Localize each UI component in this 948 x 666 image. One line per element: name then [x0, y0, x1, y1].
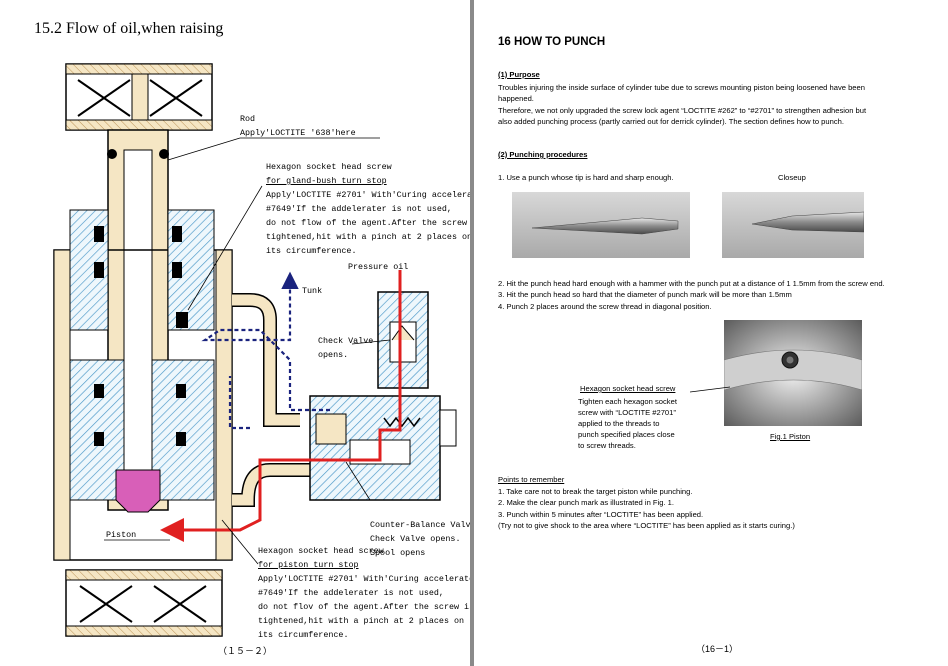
check-valve-line: Check Valve — [318, 336, 374, 346]
hex-piston-line: do not flov of the agent.After the screw… — [258, 602, 475, 612]
purpose-line: also added punching process (partly carr… — [498, 117, 844, 127]
cylinder-tube — [53, 249, 233, 561]
hex-piston-line: Apply'LOCTITE #2701' With'Curing acceler… — [258, 574, 480, 584]
step-line: 4. Punch 2 places around the screw threa… — [498, 301, 712, 311]
figure-caption: Fig.1 Piston — [770, 432, 811, 441]
top-mount-eye — [65, 63, 213, 131]
remember-heading: Points to remember — [498, 475, 565, 484]
counter-balance-line: Check Valve opens. — [370, 534, 461, 544]
right-page: 16 HOW TO PUNCH (1) Purpose Troubles inj… — [474, 0, 948, 666]
check-valve — [377, 291, 429, 389]
remember-line: 2. Make the clear punch mark as illustra… — [498, 498, 675, 508]
step-line: 3. Hit the punch head so hard that the d… — [498, 290, 792, 300]
purpose-heading: (1) Purpose — [498, 70, 540, 79]
hex-caption-title: Hexagon socket head screw — [580, 384, 676, 393]
check-valve-line: opens. — [318, 350, 349, 360]
section-title: 16 HOW TO PUNCH — [498, 36, 606, 48]
hex-piston-line: its circumference. — [258, 630, 349, 640]
counter-balance-line: Counter-Balance Valve — [370, 520, 476, 530]
hex-gland-line: tightened,hit with a pinch at 2 places o… — [266, 232, 473, 242]
page-divider — [470, 0, 474, 666]
purpose-line: happened. — [498, 94, 534, 104]
purpose-line: Therefore, we not only upgraded the scre… — [498, 105, 867, 115]
hex-piston-title: Hexagon socket head screw — [258, 546, 384, 556]
hex-gland-line: for gland-bush turn stop — [266, 176, 387, 186]
piston-label: Piston — [106, 530, 137, 540]
gland-bush — [69, 209, 215, 331]
hex-caption-line: screw with “LOCTITE #2701” — [578, 408, 676, 417]
hex-gland-title: Hexagon socket head screw — [266, 162, 392, 172]
section-title: 15.2 Flow of oil,when raising — [34, 20, 224, 37]
punch-photo — [512, 192, 690, 258]
bottom-mount-eye — [65, 569, 223, 637]
closeup-photo — [722, 192, 864, 258]
hex-caption-line: applied to the threads to — [578, 419, 660, 428]
remember-line: 1. Take care not to break the target pis… — [498, 487, 693, 496]
piston-photo — [724, 320, 862, 426]
hex-gland-line: its circumference. — [266, 246, 357, 256]
purpose-line: Troubles injuring the inside surface of … — [498, 83, 865, 92]
page-number: （１５－２） — [218, 647, 273, 657]
hex-gland-line: #7649'If the addelerater is not used, — [266, 204, 452, 214]
hex-caption-line: to screw threads. — [578, 441, 636, 450]
pressure-oil-label: Pressure oil — [348, 262, 409, 272]
caption-leader-line — [690, 386, 730, 393]
hydraulic-cylinder-diagram — [53, 63, 457, 637]
tank-return-flow — [201, 271, 330, 412]
remember-line: (Try not to give shock to the area where… — [498, 521, 795, 531]
piston-nut — [115, 469, 161, 513]
remember-line: 3. Punch within 5 minutes after “LOCTITE… — [498, 509, 704, 519]
page-number: （16－1） — [696, 644, 739, 654]
pressure-oil-flow — [160, 270, 402, 542]
rod-note: Apply'LOCTITE '638'here — [240, 128, 356, 138]
hex-gland-line: Apply'LOCTITE #2701' With'Curing acceler… — [266, 190, 488, 200]
hex-piston-line: tightened,hit with a pinch at 2 places o… — [258, 616, 465, 626]
closeup-label: Closeup — [778, 173, 806, 182]
counter-balance-valve-block — [309, 395, 457, 501]
hex-piston-line: for piston turn stop — [258, 560, 359, 570]
piston — [69, 359, 215, 513]
left-page: 15.2 Flow of oil,when raising — [0, 0, 487, 666]
step-1: 1. Use a punch whose tip is hard and sha… — [498, 173, 674, 182]
rod-label: Rod — [240, 114, 256, 124]
procedures-heading: (2) Punching procedures — [498, 150, 588, 159]
hex-piston-line: #7649'If the addelerater is not used, — [258, 588, 444, 598]
counter-balance-line: Spool opens — [370, 548, 426, 558]
hex-caption-line: Tighten each hexagon socket — [578, 397, 677, 406]
tank-label: Tunk — [302, 286, 323, 296]
hex-caption-line: punch specified places close — [578, 430, 675, 439]
step-line: 2. Hit the punch head hard enough with a… — [498, 279, 885, 288]
hex-gland-line: do not flow of the agent.After the screw… — [266, 218, 483, 228]
